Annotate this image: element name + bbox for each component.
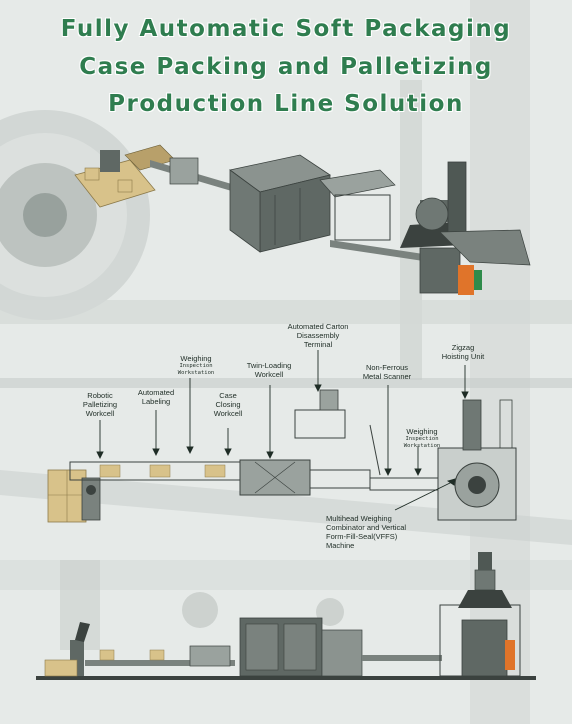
label-metal-scanner: Non-Ferrous Metal Scanner: [362, 363, 412, 381]
label-weighing-inspection-1-title: Weighing: [180, 354, 212, 363]
label-weighing-inspection-1-sub: Inspection Workstation: [177, 363, 215, 376]
label-carton-disassembly: Automated Carton Disassembly Terminal: [287, 322, 349, 349]
title-line-2: Case Packing and Palletizing: [79, 54, 493, 80]
label-weighing-inspection-2-title: Weighing: [406, 427, 438, 436]
label-automated-labeling: Automated Labeling: [137, 388, 175, 406]
top-line-isometric: [74, 144, 531, 295]
label-robotic-palletizing: Robotic Palletizing Workcell: [82, 391, 118, 418]
label-weighing-inspection-2: Weighing Inspection Workstation: [392, 418, 452, 459]
label-case-closing: Case Closing Workcell: [213, 391, 243, 418]
label-weighing-inspection-2-sub: Inspection Workstation: [403, 436, 441, 449]
label-zigzag-hoisting: Zigzag Hoisting Unit: [441, 343, 485, 361]
label-weighing-inspection-1: Weighing Inspection Workstation: [166, 345, 226, 386]
label-twin-loading: Twin-Loading Workcell: [246, 361, 292, 379]
bottom-line-side-view: [36, 552, 536, 680]
label-multihead-vffs: Multihead Weighing Combinator and Vertic…: [326, 514, 407, 550]
title-line-3: Production Line Solution: [108, 91, 464, 117]
middle-line-plan-view: [47, 389, 517, 523]
title-line-1: Fully Automatic Soft Packaging: [60, 16, 512, 42]
callout-arrows: [96, 350, 469, 511]
